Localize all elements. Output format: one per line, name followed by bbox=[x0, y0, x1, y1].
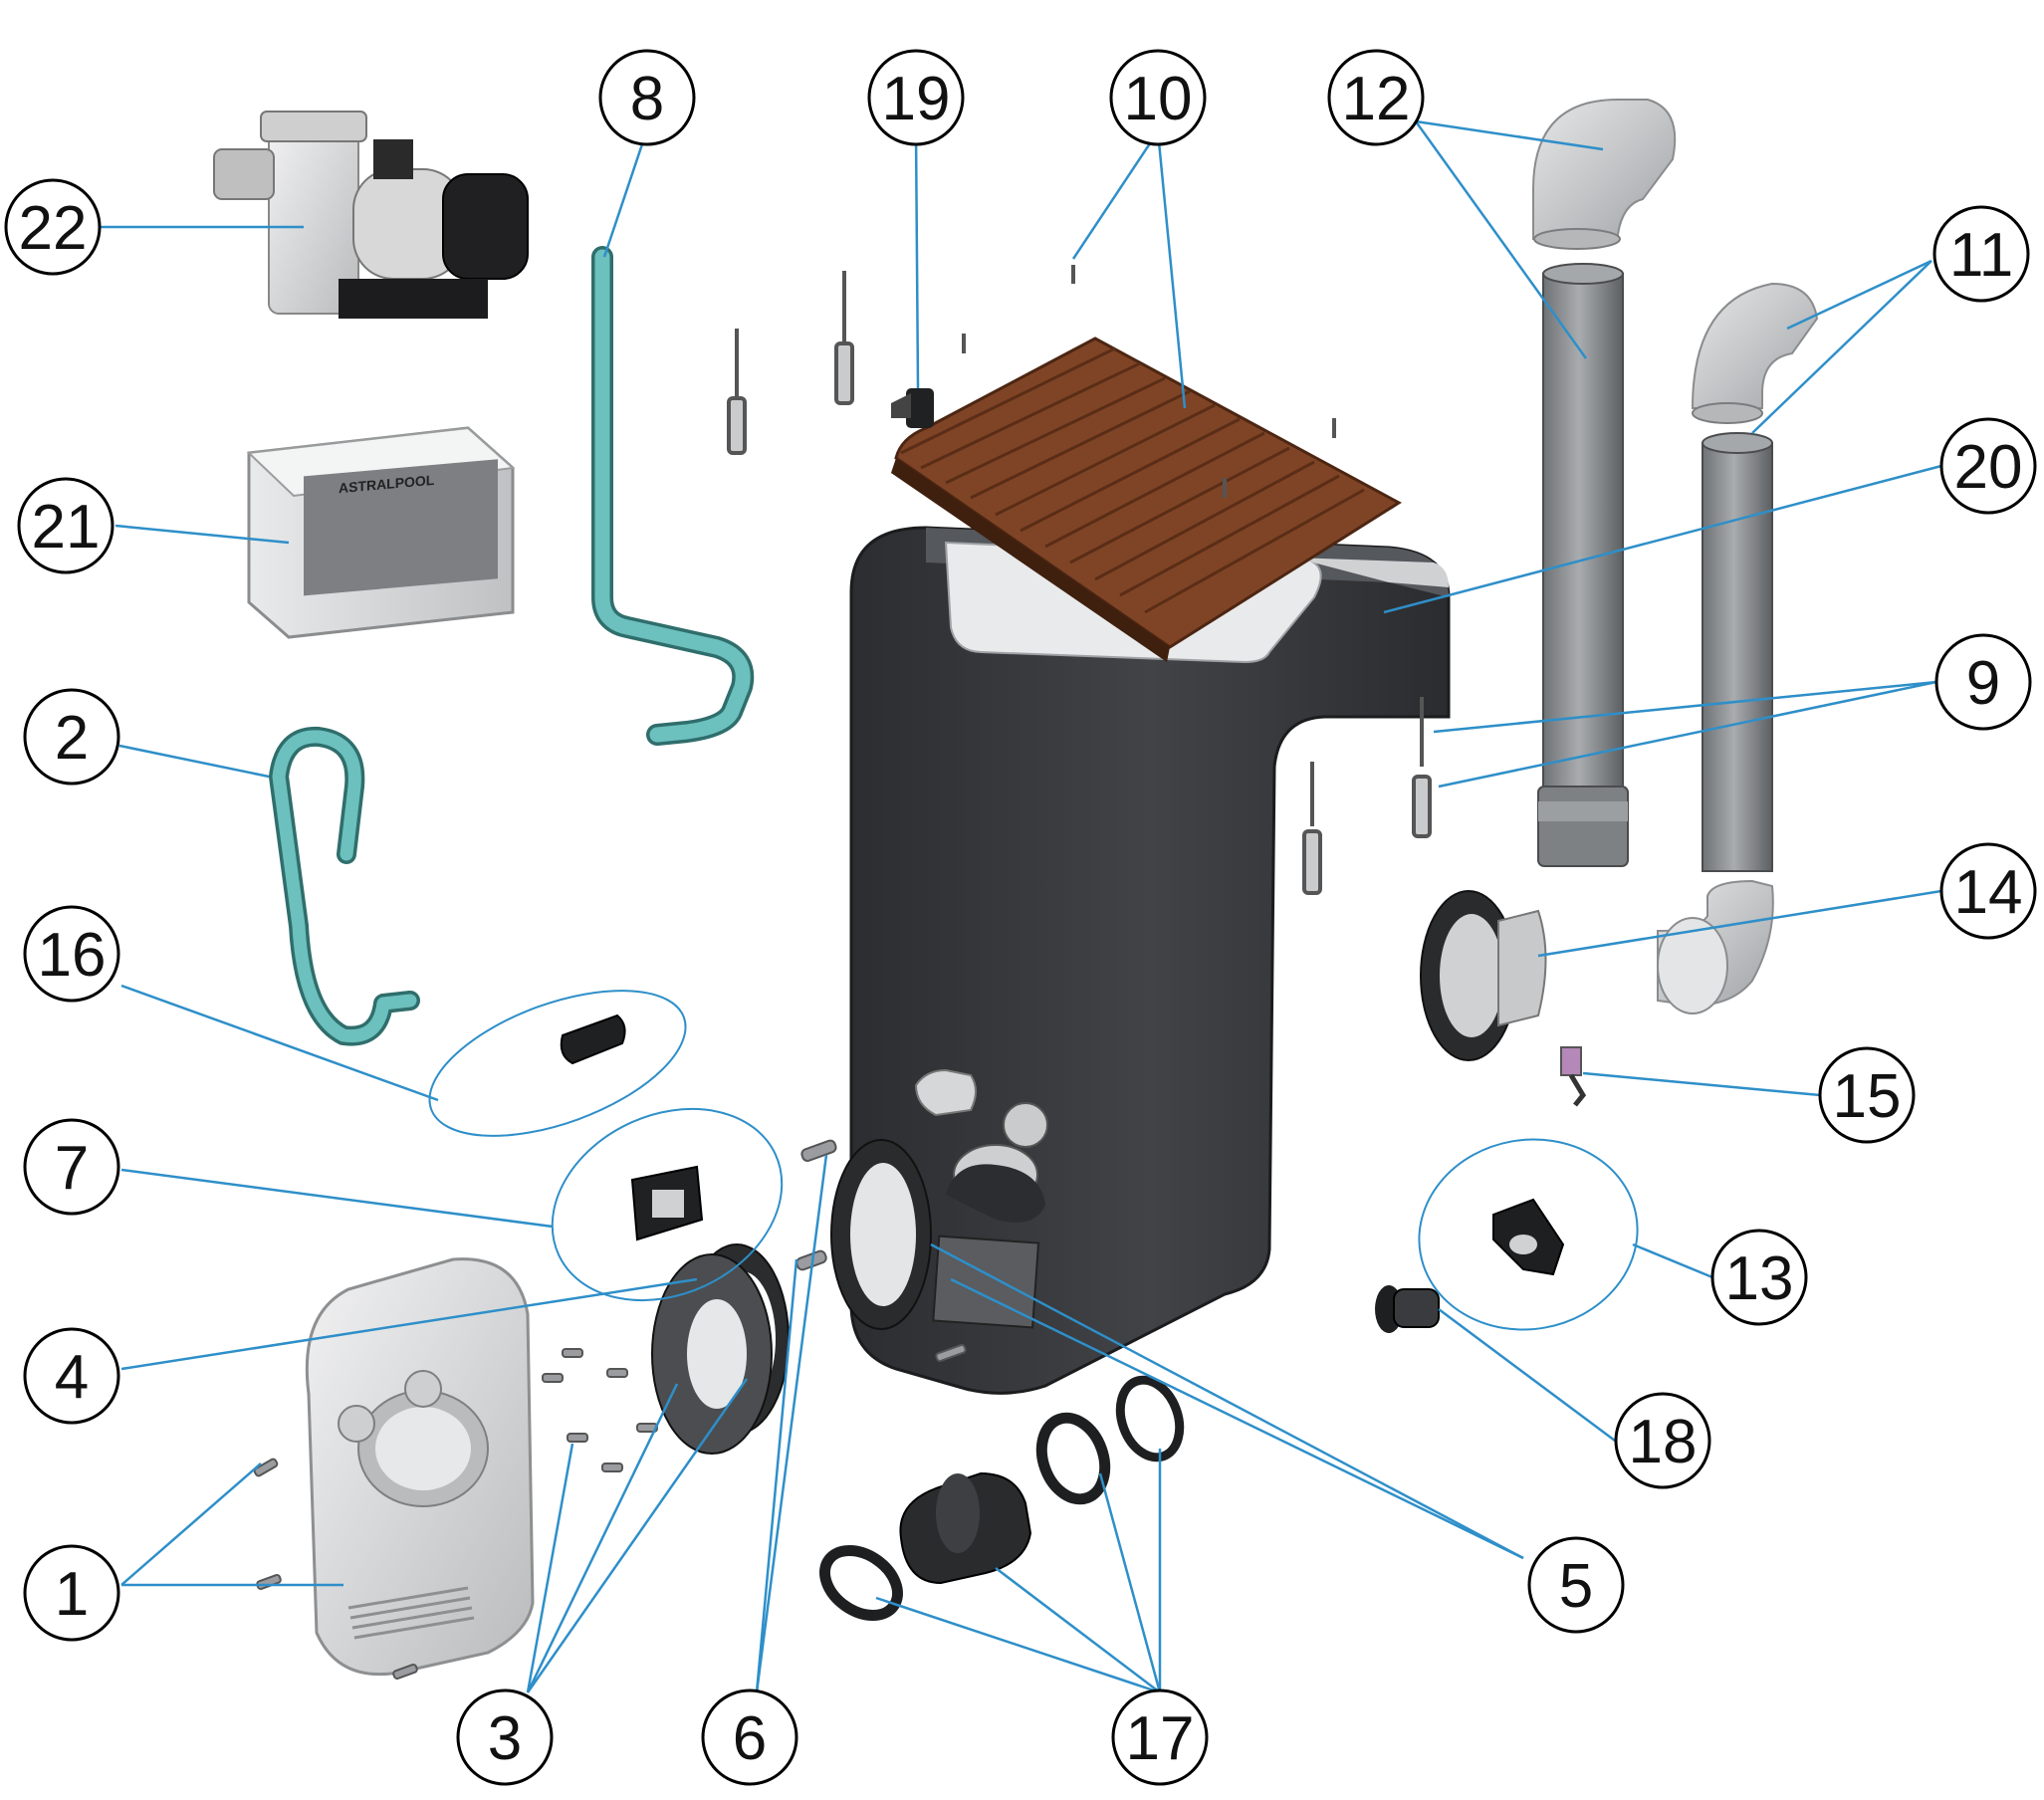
callout-16: 16 bbox=[23, 905, 120, 1003]
callout-2: 2 bbox=[23, 688, 120, 786]
callout-1-label: 1 bbox=[55, 1560, 89, 1629]
part-12-pipe bbox=[1532, 99, 1677, 867]
callout-8: 8 bbox=[598, 49, 696, 146]
part-7-bracket bbox=[630, 1165, 704, 1241]
top-screws bbox=[727, 265, 1432, 895]
callout-5-label: 5 bbox=[1559, 1552, 1593, 1621]
callout-19-label: 19 bbox=[882, 65, 951, 133]
callout-2-label: 2 bbox=[55, 704, 89, 773]
part-17-connector bbox=[819, 1375, 1185, 1621]
callout-20-label: 20 bbox=[1954, 433, 2023, 502]
callout-10-label: 10 bbox=[1124, 65, 1193, 133]
callout-21-label: 21 bbox=[32, 493, 101, 562]
part-20-main-body bbox=[849, 526, 1451, 1395]
callout-7: 7 bbox=[23, 1118, 120, 1216]
callout-19: 19 bbox=[867, 49, 965, 146]
callout-7-label: 7 bbox=[55, 1134, 89, 1203]
leader-lines bbox=[100, 119, 1942, 1694]
callout-10: 10 bbox=[1109, 49, 1207, 146]
part-15-fitting bbox=[1560, 1046, 1587, 1107]
callout-8-label: 8 bbox=[630, 65, 664, 133]
callout-18: 18 bbox=[1614, 1392, 1711, 1489]
part-8-hose bbox=[591, 246, 755, 746]
callout-11-label: 11 bbox=[1949, 221, 2013, 290]
callout-13-label: 13 bbox=[1725, 1244, 1794, 1313]
part-10-wood-top bbox=[891, 337, 1402, 662]
callout-17: 17 bbox=[1111, 1688, 1209, 1786]
callout-22: 22 bbox=[4, 178, 102, 276]
callout-14: 14 bbox=[1939, 842, 2037, 940]
callout-11: 11 bbox=[1932, 205, 2030, 303]
part-3-ring bbox=[651, 1253, 773, 1455]
callout-4: 4 bbox=[23, 1327, 120, 1425]
callout-21: 21 bbox=[17, 477, 114, 574]
callout-22-label: 22 bbox=[19, 194, 88, 263]
part-14-flange bbox=[1420, 890, 1547, 1061]
callout-6: 6 bbox=[701, 1688, 798, 1786]
part-13-bracket bbox=[1492, 1198, 1565, 1276]
callout-17-label: 17 bbox=[1126, 1704, 1195, 1773]
callout-9: 9 bbox=[1934, 633, 2032, 731]
callout-9-label: 9 bbox=[1966, 649, 2000, 718]
callout-15: 15 bbox=[1818, 1046, 1916, 1144]
callout-5: 5 bbox=[1527, 1536, 1625, 1634]
part-21-control-box: ASTRALPOOL bbox=[246, 426, 516, 639]
part-18-fitting bbox=[1375, 1285, 1440, 1333]
callout-3-label: 3 bbox=[488, 1704, 522, 1773]
part-19-valve bbox=[891, 388, 934, 428]
part-16-component bbox=[560, 1013, 626, 1065]
callout-12-label: 12 bbox=[1342, 65, 1411, 133]
callout-12: 12 bbox=[1327, 49, 1425, 146]
callout-4-label: 4 bbox=[55, 1343, 89, 1412]
callout-1: 1 bbox=[23, 1544, 120, 1642]
callout-3: 3 bbox=[456, 1688, 554, 1786]
callout-14-label: 14 bbox=[1954, 858, 2023, 927]
part-22-pump bbox=[213, 111, 529, 319]
callout-18-label: 18 bbox=[1629, 1408, 1698, 1476]
callout-15-label: 15 bbox=[1833, 1062, 1902, 1131]
callout-16-label: 16 bbox=[38, 921, 107, 990]
part-1-front-panel bbox=[305, 1257, 535, 1677]
callout-13: 13 bbox=[1710, 1229, 1808, 1326]
callout-6-label: 6 bbox=[733, 1704, 767, 1773]
group-ellipses bbox=[428, 990, 1639, 1331]
part-2-hose bbox=[269, 726, 420, 1046]
part-5-flange-ring bbox=[830, 1139, 932, 1330]
callout-20: 20 bbox=[1939, 417, 2037, 515]
